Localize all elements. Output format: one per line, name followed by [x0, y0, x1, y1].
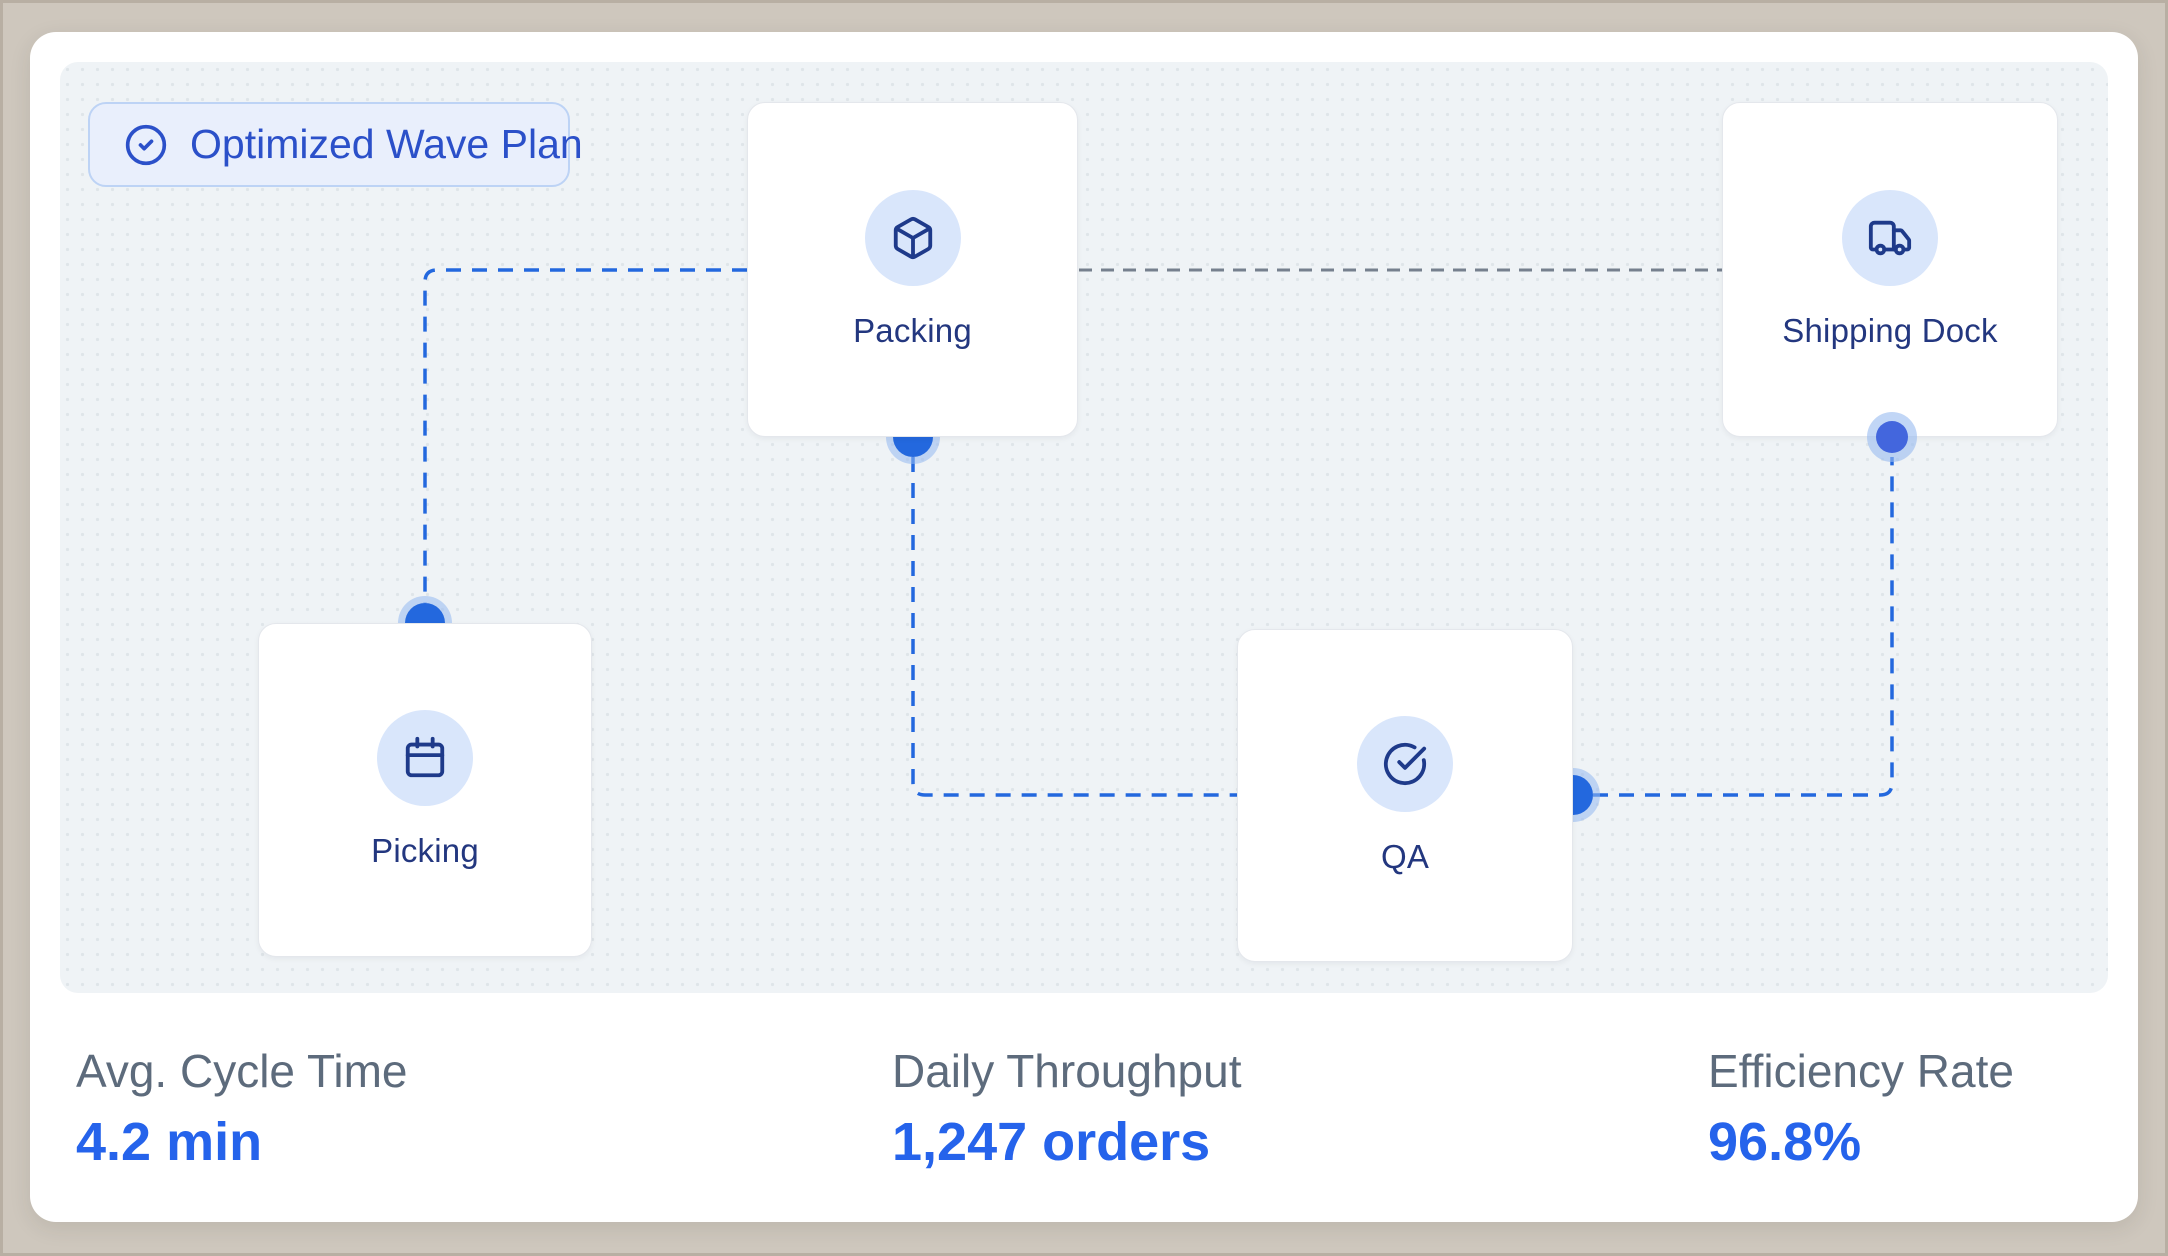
handle-shipping-bottom[interactable] — [1876, 421, 1908, 453]
edge-packing-qa — [911, 457, 1237, 797]
stat-label: Avg. Cycle Time — [76, 1045, 408, 1097]
truck-icon — [1842, 189, 1938, 286]
optimized-wave-plan-badge[interactable]: Optimized Wave Plan — [88, 102, 583, 187]
node-label: Packing — [853, 311, 972, 349]
node-picking[interactable]: Picking — [258, 623, 592, 957]
node-label: Picking — [371, 832, 479, 869]
node-shipping-dock[interactable]: Shipping Dock — [1722, 102, 2058, 437]
stat-cycle-time: Avg. Cycle Time 4.2 min — [76, 1044, 407, 1173]
node-label: Shipping Dock — [1782, 311, 1998, 349]
stat-value: 4.2 min — [76, 1112, 263, 1173]
stat-label: Efficiency Rate — [1708, 1045, 2014, 1097]
stat-label: Daily Throughput — [892, 1045, 1242, 1097]
check-circle-icon — [1357, 715, 1453, 812]
node-qa[interactable]: QA — [1237, 629, 1573, 962]
calendar-icon — [377, 710, 473, 806]
stat-efficiency-rate: Efficiency Rate 96.8% — [1708, 1044, 2014, 1173]
flow-edges — [423, 268, 1894, 797]
stat-daily-throughput: Daily Throughput 1,247 orders — [892, 1044, 1241, 1173]
node-label: QA — [1380, 837, 1430, 875]
flow-canvas[interactable]: Packing Shipping Dock Pic — [60, 62, 2108, 993]
node-packing[interactable]: Packing — [747, 102, 1078, 437]
circle-check-icon — [125, 124, 167, 165]
edge-qa-shipping — [1593, 457, 1894, 797]
app-card: Packing Shipping Dock Pic — [30, 32, 2138, 1222]
stat-value: 1,247 orders — [892, 1112, 1211, 1173]
stat-value: 96.8% — [1708, 1112, 1862, 1173]
box-icon — [864, 189, 961, 286]
edge-packing-picking — [423, 268, 747, 603]
badge-label: Optimized Wave Plan — [190, 121, 583, 167]
